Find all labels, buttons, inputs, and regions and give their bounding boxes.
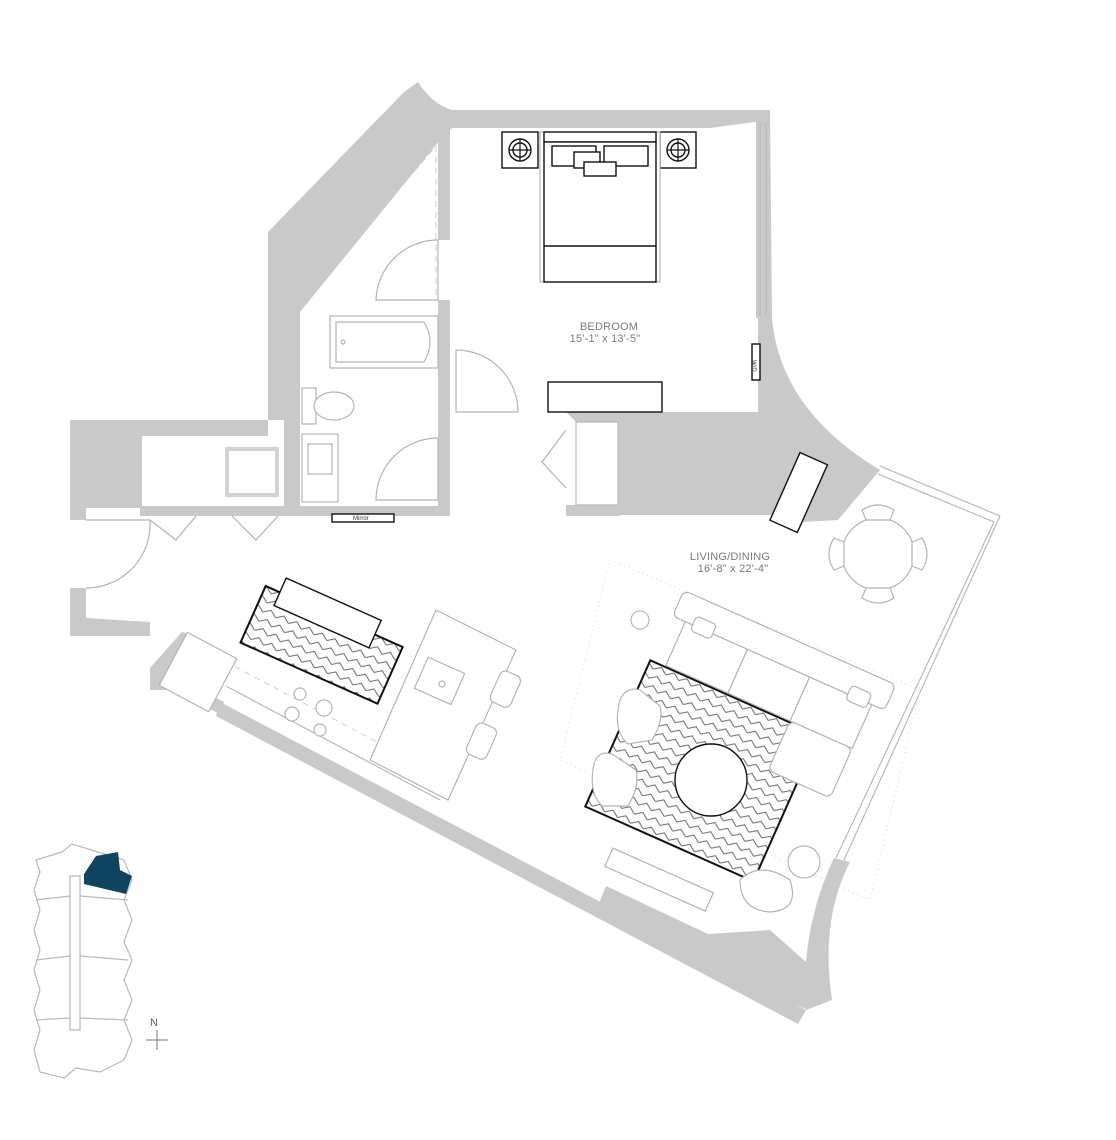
wall-hall-bottom <box>140 506 450 516</box>
kitchen-bench <box>273 577 383 649</box>
north-compass: N <box>146 1017 168 1050</box>
bar-stool-2 <box>465 722 498 760</box>
bathtub-drain <box>340 339 346 345</box>
wall-bath-right <box>438 420 450 515</box>
doors <box>85 239 567 589</box>
hall-closet <box>227 449 277 495</box>
closet-right-outline <box>575 421 619 506</box>
bathtub-basin <box>335 321 431 363</box>
side-table-icon <box>787 845 821 879</box>
window-living-top-inner <box>877 473 995 523</box>
wall-top-left-angled <box>268 82 770 420</box>
door-closet <box>375 239 439 301</box>
windows <box>759 122 1001 861</box>
door-bedroom <box>455 349 519 413</box>
bed-headboard <box>543 131 657 143</box>
door-hall-closet-right <box>231 515 279 541</box>
sofa-pillow-left <box>690 616 717 639</box>
bedroom-tv <box>751 343 761 381</box>
window-living-right <box>843 515 1001 861</box>
mirror-label: Mirror <box>353 516 369 522</box>
floor-lamp-icon <box>630 610 650 630</box>
dresser <box>547 381 663 413</box>
burner-1 <box>293 687 307 701</box>
window-living-right-inner <box>835 521 995 859</box>
window-living-top <box>879 465 1001 517</box>
dining-chair-top <box>861 504 895 521</box>
armchair-bottom <box>591 752 638 807</box>
pillow-center <box>583 161 617 177</box>
dining-chair-bottom <box>861 587 895 604</box>
sofa-pillow-right <box>846 685 872 708</box>
wall-bedroom-right <box>756 110 772 318</box>
door-closet-right <box>541 429 567 489</box>
sink <box>307 443 333 475</box>
mirror <box>331 513 395 523</box>
wall-bath-left <box>284 312 300 510</box>
living-furniture <box>583 451 928 913</box>
wall-left-lower <box>70 588 150 636</box>
console-table <box>769 451 829 534</box>
washer-dryer <box>227 449 277 495</box>
wall-corner-mass <box>566 318 880 522</box>
accent-chair-bottom <box>739 869 794 913</box>
door-bath <box>375 437 439 501</box>
dining-table <box>841 517 915 591</box>
kitchen-island <box>369 609 517 801</box>
keyplan-core <box>69 875 81 1031</box>
hall-closet-outline <box>225 447 279 497</box>
burner-4 <box>313 723 327 737</box>
sofa <box>664 591 895 797</box>
bedroom-furniture: W/D <box>501 131 761 413</box>
dining-chair-left <box>828 537 845 571</box>
door-hall-closet-left <box>149 515 197 541</box>
island-sink <box>413 656 466 706</box>
cooktop <box>284 687 333 737</box>
armchair-top <box>616 688 662 745</box>
bar-stool-1 <box>489 670 522 708</box>
toilet-bowl <box>313 391 355 421</box>
keyplan <box>33 843 133 1079</box>
pillow-right <box>603 145 649 167</box>
tv-console <box>603 847 715 912</box>
door-entry <box>85 519 151 589</box>
coffee-table <box>674 743 748 817</box>
wall-entry-block <box>70 420 268 520</box>
keyplan-wing-lines <box>35 895 129 1021</box>
living-dining-dimensions: 16'-8" x 22'-4" <box>698 563 769 575</box>
wall-bottom-column <box>594 886 808 1010</box>
wall-right-bottom-curve <box>805 858 850 1010</box>
kitchen <box>158 577 522 801</box>
dining-chair-right <box>911 537 928 571</box>
living-zone-dotted <box>559 559 921 901</box>
island-faucet <box>438 680 446 688</box>
keyplan-unit-highlight <box>84 852 132 894</box>
wall-closet-partition <box>438 128 450 420</box>
sofa-chaise <box>769 722 851 797</box>
closet-dashed <box>299 144 437 306</box>
room-labels: BEDROOM 15'-1" x 13'-5" LIVING/DINING 16… <box>570 321 770 575</box>
bedroom-name: BEDROOM <box>580 321 638 333</box>
wall-hall-bottom-right <box>566 505 620 516</box>
bathroom: Mirror <box>301 315 439 523</box>
burner-3 <box>284 706 300 722</box>
living-dining-name: LIVING/DINING <box>690 551 770 563</box>
bedroom-dimensions: 15'-1" x 13'-5" <box>570 333 641 345</box>
counter-edge <box>225 685 441 801</box>
north-label: N <box>150 1017 158 1029</box>
refrigerator <box>158 631 238 713</box>
burner-2 <box>315 699 333 717</box>
closet-tag-label: W/D <box>750 360 756 372</box>
